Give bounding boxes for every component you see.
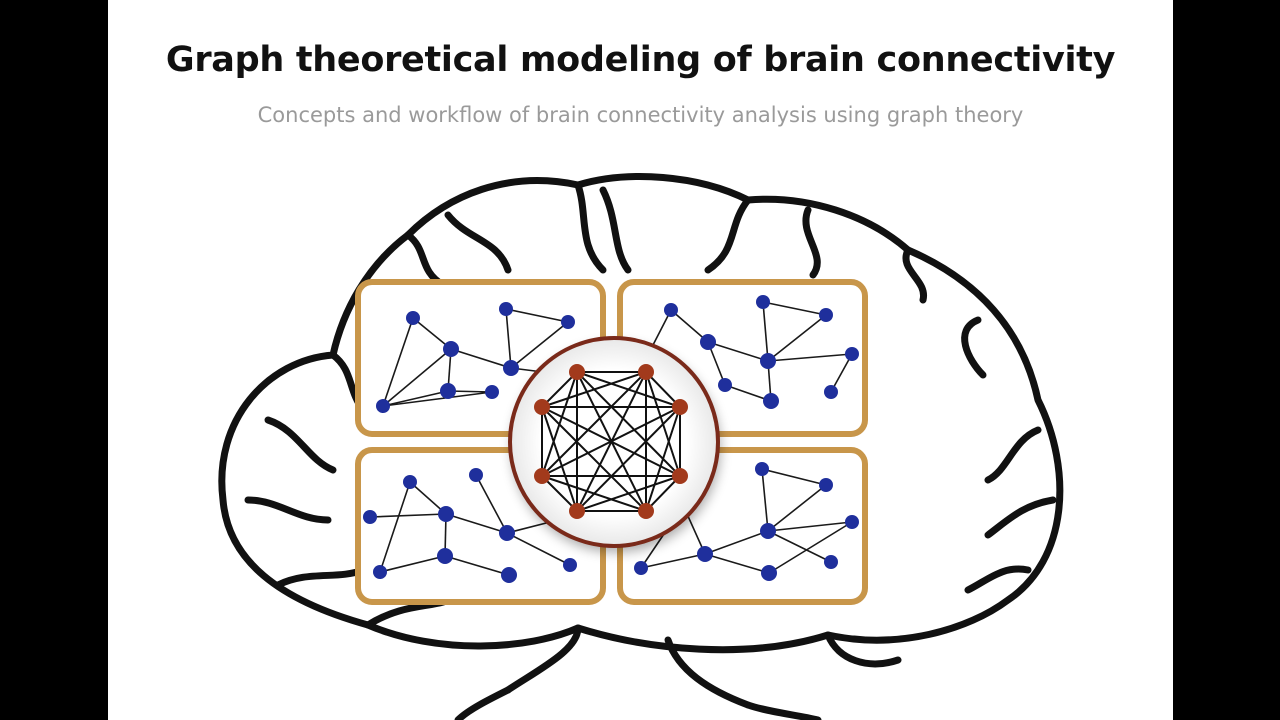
hub-node xyxy=(638,503,654,519)
module-node xyxy=(819,308,833,322)
hub-edge xyxy=(645,406,681,512)
module-node xyxy=(499,525,515,541)
module-node xyxy=(756,295,770,309)
module-node xyxy=(440,383,456,399)
module-node xyxy=(403,475,417,489)
module-node xyxy=(760,523,776,539)
brain-network-figure xyxy=(218,173,1064,720)
module-node xyxy=(499,302,513,316)
module-node xyxy=(406,311,420,325)
hub-edges xyxy=(541,371,681,512)
module-node xyxy=(363,510,377,524)
hub-ring xyxy=(508,336,720,548)
module-node xyxy=(697,546,713,562)
hub-edge xyxy=(541,371,578,408)
hub-node xyxy=(638,364,654,380)
hub-node xyxy=(672,468,688,484)
slide-subtitle: Concepts and workflow of brain connectiv… xyxy=(257,103,1024,127)
hub xyxy=(508,336,720,548)
module-node xyxy=(761,565,777,581)
module-node xyxy=(755,462,769,476)
module-node xyxy=(845,347,859,361)
hub-node xyxy=(569,364,585,380)
hub-edge xyxy=(541,475,578,512)
module-node xyxy=(563,558,577,572)
module-node xyxy=(443,341,459,357)
hub-edge xyxy=(541,406,578,512)
slide-title: Graph theoretical modeling of brain conn… xyxy=(165,40,1116,80)
hub-edge xyxy=(541,406,647,512)
hub-edge xyxy=(541,371,647,408)
slide: Graph theoretical modeling of brain conn… xyxy=(108,0,1173,720)
hub-edge xyxy=(645,371,681,408)
module-node xyxy=(373,565,387,579)
module-node xyxy=(819,478,833,492)
hub-edge xyxy=(541,406,681,477)
module-node xyxy=(664,303,678,317)
hub-node xyxy=(534,399,550,415)
module-node xyxy=(700,334,716,350)
hub-node xyxy=(569,503,585,519)
hub-node xyxy=(672,399,688,415)
module-node xyxy=(763,393,779,409)
module-node xyxy=(503,360,519,376)
module-node xyxy=(561,315,575,329)
module-node xyxy=(718,378,732,392)
module-node xyxy=(634,561,648,575)
module-node xyxy=(438,506,454,522)
hub-nodes xyxy=(534,364,688,519)
module-node xyxy=(485,385,499,399)
module-node xyxy=(824,385,838,399)
hub-node xyxy=(534,468,550,484)
module-node xyxy=(760,353,776,369)
module-node xyxy=(469,468,483,482)
module-node xyxy=(501,567,517,583)
module-node xyxy=(376,399,390,413)
module-node xyxy=(845,515,859,529)
module-nodes xyxy=(363,295,859,583)
hub-edge xyxy=(645,475,681,512)
module-node xyxy=(437,548,453,564)
module-node xyxy=(824,555,838,569)
hub-edge xyxy=(541,475,647,512)
